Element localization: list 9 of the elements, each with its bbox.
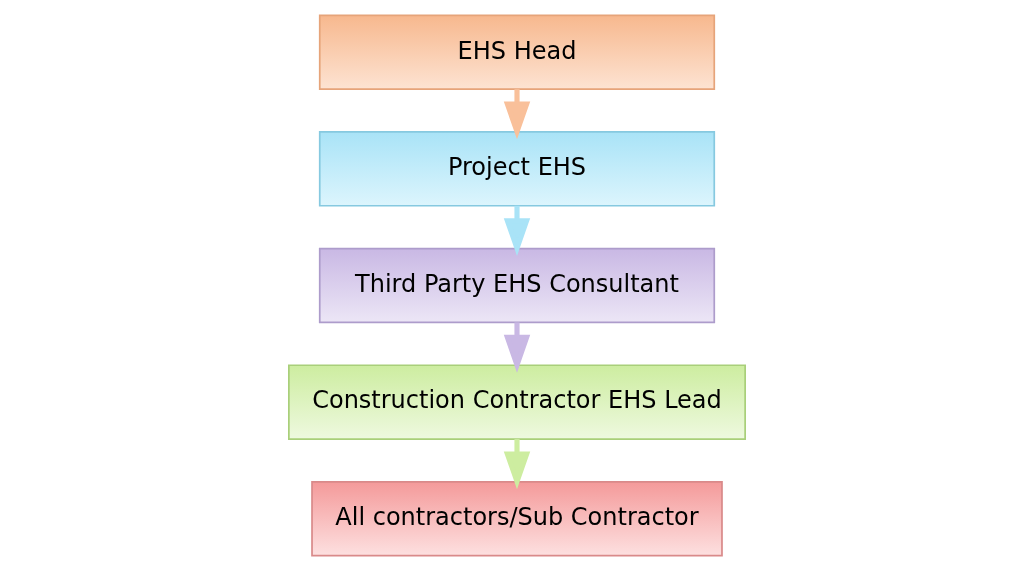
arrow xyxy=(503,89,531,140)
node-box: Project EHS xyxy=(318,131,716,207)
node-box: All contractors/Sub Contractor xyxy=(311,481,723,557)
node-box: EHS Head xyxy=(318,14,716,90)
node-box: Construction Contractor EHS Lead xyxy=(288,364,746,440)
arrow xyxy=(503,439,531,490)
node-box: Third Party EHS Consultant xyxy=(318,247,716,324)
arrow xyxy=(503,322,531,373)
arrow xyxy=(503,205,531,256)
